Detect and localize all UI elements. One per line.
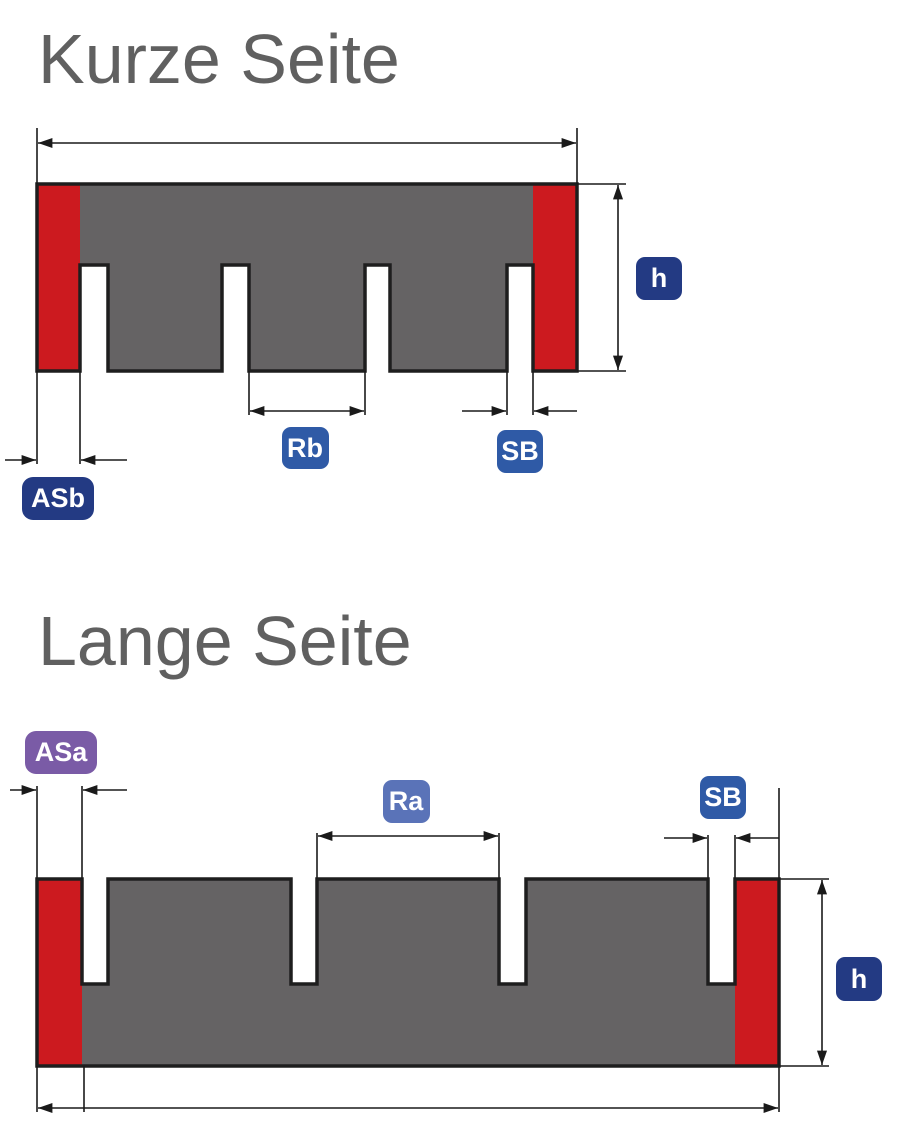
label-asa: ASa [25, 731, 97, 774]
label-rb: Rb [282, 427, 329, 469]
svg-text:Ra: Ra [389, 786, 424, 816]
left-end-cap [37, 184, 80, 371]
label-asb: ASb [22, 477, 94, 520]
label-h-short: h [636, 257, 682, 300]
short-side-profile [35, 182, 579, 373]
label-sb-short: SB [497, 430, 543, 473]
label-h-long: h [836, 957, 882, 1001]
short-side-dimensions [5, 128, 626, 466]
long-side-title: Lange Seite [38, 602, 412, 680]
svg-text:ASa: ASa [35, 737, 89, 767]
label-sb-long: SB [700, 776, 746, 819]
long-side-dimensions [10, 784, 829, 1114]
long-side-profile [35, 877, 781, 1068]
svg-text:h: h [851, 964, 868, 994]
label-ra: Ra [383, 780, 430, 823]
right-end-cap [533, 184, 577, 371]
svg-text:ASb: ASb [31, 483, 85, 513]
right-end-cap [735, 879, 779, 1066]
svg-text:SB: SB [501, 436, 539, 466]
svg-text:Rb: Rb [287, 433, 323, 463]
svg-text:SB: SB [704, 782, 742, 812]
left-end-cap [37, 879, 82, 1066]
short-side-title: Kurze Seite [38, 20, 400, 98]
svg-text:h: h [651, 263, 668, 293]
